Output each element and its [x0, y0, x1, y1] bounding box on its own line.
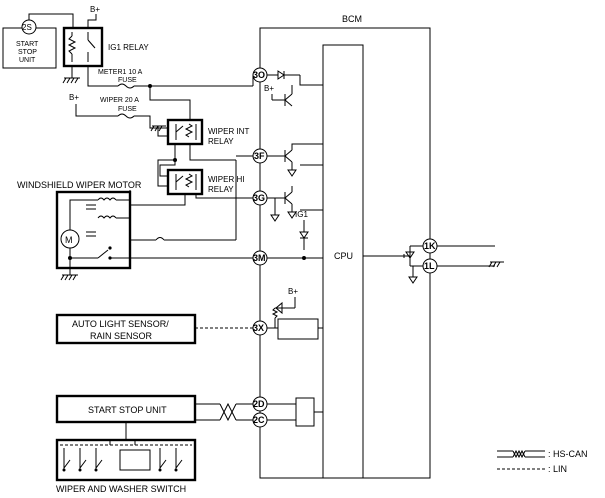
ig1-relay-label: IG1 RELAY [108, 43, 149, 52]
pin-3o-group: 3O [252, 67, 268, 83]
legend: : HS-CAN : LIN [497, 449, 588, 474]
start-stop-unit-bottom: START STOP UNIT [55, 394, 197, 424]
pin-3g-group: 3G [252, 190, 268, 206]
b-plus-bcm-3o: B+ [264, 84, 274, 93]
pin-3x-label: 3X [253, 323, 264, 333]
start-stop-unit-bottom-label: START STOP UNIT [88, 405, 167, 415]
b-plus-ig1-relay: B+ [90, 5, 100, 14]
legend-lin-label: : LIN [548, 464, 567, 474]
pin-2c-group: 2C [252, 412, 268, 428]
pin-2d-group: 2D [252, 396, 268, 412]
wiper-int-relay: WIPER INT RELAY [166, 118, 249, 146]
cpu-label: CPU [334, 251, 353, 261]
pin-3m-group: 3M [252, 250, 268, 266]
ground-1k [488, 261, 504, 268]
wiper-washer-switch: WIPER AND WASHER SWITCH [55, 438, 197, 494]
pin-1l-label: 1L [424, 261, 435, 271]
switch-internal-block [119, 449, 151, 471]
pin-2d-label: 2D [253, 399, 265, 409]
wiper-fuse: B+ WIPER 20 A FUSE [69, 93, 168, 129]
start-stop-unit-top: 2S START STOP UNIT [2, 13, 74, 69]
pin-1k-group: 1K [422, 238, 438, 254]
auto-light-sensor: AUTO LIGHT SENSOR/ RAIN SENSOR [55, 313, 197, 345]
ground-motor [60, 274, 78, 281]
wiper-int-relay-box [166, 118, 204, 146]
legend-hs-can-label: : HS-CAN [548, 449, 588, 459]
wiper-fuse-label-2: FUSE [118, 106, 137, 113]
wiper-motor-label: WINDSHIELD WIPER MOTOR [17, 180, 142, 190]
pin-3o-label: 3O [253, 70, 265, 80]
start-stop-label-1: START [16, 41, 39, 48]
motor-symbol-label: M [65, 235, 73, 245]
pin-3x-group: 3X [252, 320, 268, 336]
wiper-hi-relay-box [166, 168, 204, 196]
legend-hs-can-symbol [512, 449, 526, 459]
lin-transceiver [277, 318, 319, 340]
pin-3f-label: 3F [254, 151, 265, 161]
pin-1l-group: 1L [422, 258, 438, 274]
pin-1k-label: 1K [424, 241, 436, 251]
start-stop-label-2: STOP [18, 49, 37, 56]
b-plus-bcm-3x: B+ [288, 287, 298, 296]
wiper-int-relay-label-1: WIPER INT [208, 127, 249, 136]
pin-3f-group: 3F [252, 148, 268, 164]
start-stop-label-3: UNIT [19, 57, 36, 64]
ground-int-relay [150, 125, 168, 137]
wiper-int-relay-label-2: RELAY [208, 137, 234, 146]
meter1-fuse: METER1 10 A FUSE [87, 66, 253, 89]
bcm-module: BCM CPU [259, 14, 431, 479]
auto-light-sensor-label-2: RAIN SENSOR [90, 331, 153, 341]
auto-light-sensor-label-1: AUTO LIGHT SENSOR/ [72, 319, 169, 329]
wiper-washer-switch-label: WIPER AND WASHER SWITCH [56, 484, 186, 494]
bcm-title: BCM [342, 14, 362, 24]
windshield-wiper-motor: WINDSHIELD WIPER MOTOR M [17, 180, 142, 270]
meter1-fuse-label-2: FUSE [118, 77, 137, 84]
pin-2s-label: 2S [22, 23, 32, 32]
ig1-relay-box [62, 26, 104, 68]
pin-3m-label: 3M [253, 253, 266, 263]
meter1-fuse-label-1: METER1 10 A [98, 69, 143, 76]
ig1-label-bcm: IG1 [295, 210, 308, 219]
can-transceiver [295, 397, 315, 427]
wiper-hi-relay-label-1: WIPER HI [208, 175, 244, 184]
wiper-hi-relay: WIPER HI RELAY [166, 168, 244, 196]
pin-2c-label: 2C [253, 415, 265, 425]
hs-can-twist [219, 402, 237, 414]
b-plus-wiper: B+ [69, 93, 79, 102]
cpu-block [322, 44, 364, 479]
start-stop-unit-bottom-box [55, 394, 197, 424]
pin-3g-label: 3G [253, 193, 265, 203]
ig1-relay: IG1 RELAY B+ [62, 5, 149, 84]
wiper-hi-relay-label-2: RELAY [208, 185, 234, 194]
wiper-fuse-label-1: WIPER 20 A [100, 97, 139, 104]
auto-light-sensor-box [55, 313, 197, 345]
